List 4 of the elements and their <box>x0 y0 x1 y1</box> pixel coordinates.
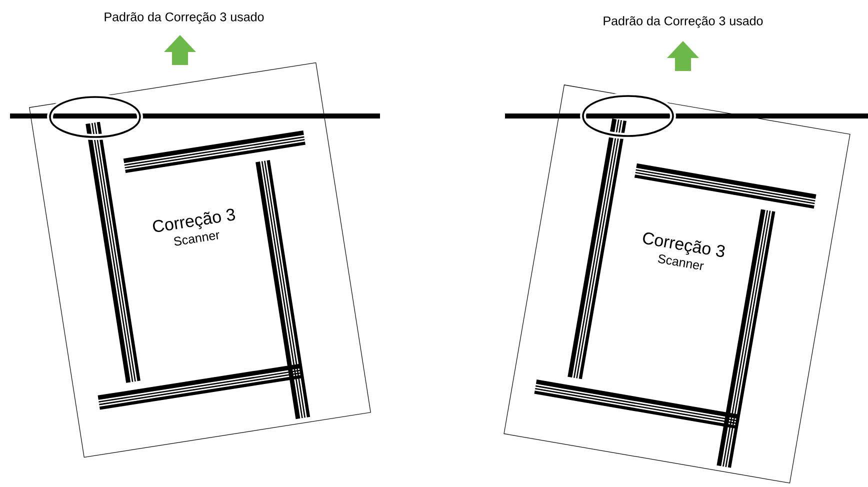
page-sheet: Correção 3 Scanner <box>29 62 371 458</box>
heading: Padrão da Correção 3 usado <box>604 16 763 28</box>
heading: Padrão da Correção 3 usado <box>104 12 264 24</box>
page-sheet: Correção 3 Scanner <box>504 84 850 484</box>
